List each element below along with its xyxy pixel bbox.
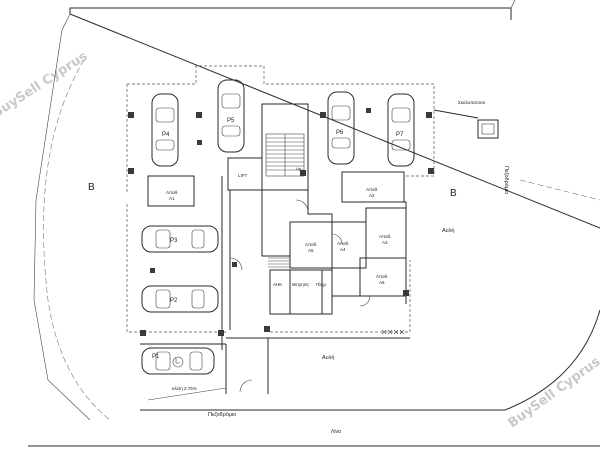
road-label: Λίνα (331, 429, 341, 435)
storage-a2-title: Αποθ. (366, 187, 378, 192)
sidewalk-label-bottom: Πεζοδρόμιο (208, 411, 236, 418)
storage-a6-title: Αποθ. (376, 274, 388, 279)
parking-label-p3: P3 (170, 238, 178, 244)
building-outline (126, 65, 435, 333)
interior-walls (140, 103, 410, 401)
meters-room-label: Μετρητές (292, 282, 309, 287)
parking-space-p5: P5 (217, 79, 245, 153)
scaffold-label: Σκαλοπατοσκ (458, 100, 486, 105)
parking-space-p6: P6 (327, 91, 355, 165)
parking-space-p4: P4 (151, 93, 179, 167)
storage-a3-title: Αποθ. (379, 234, 391, 239)
parking-space-p2: P2 (141, 285, 219, 313)
slope-label: κλίση 2.75% (172, 386, 197, 391)
parking-label-p6: P6 (336, 130, 344, 136)
parking-label-p7: P7 (396, 132, 404, 138)
service-marks (381, 329, 405, 335)
service-room-labels: LIFT ΑΗΚ Μετρητές Πληρ. (238, 173, 327, 287)
storage-a4-code: A4 (340, 247, 346, 252)
storage-a2-code: A2 (369, 193, 375, 198)
parking-label-p4: P4 (162, 132, 170, 138)
parking-label-p2: P2 (170, 298, 178, 304)
watermark-bottom-right: BuySell Cyprus (506, 354, 600, 431)
stair-up-label: Up (296, 166, 302, 171)
lift-label: LIFT (238, 173, 248, 178)
parking-space-p3: P3 (141, 225, 219, 253)
cyta-room-label: Πληρ. (316, 282, 327, 287)
storage-a1-title: Αποθ. (166, 190, 178, 195)
parking-space-p1: P1 (141, 347, 215, 375)
parking-label-p5: P5 (227, 118, 235, 124)
door-swings (229, 199, 371, 393)
yard-label-bottom: Αυλή (322, 354, 335, 361)
structural-columns (128, 108, 434, 336)
storage-a1-code: A1 (169, 196, 175, 201)
storage-a5-title: Αποθ. (305, 242, 317, 247)
stair-landing-fixture (433, 109, 499, 139)
zone-b-left: B (88, 182, 95, 193)
parking-label-p1: P1 (152, 354, 160, 360)
site-boundary (28, 0, 600, 447)
yard-label-right: Αυλή (442, 227, 455, 234)
storage-labels: Αποθ. A1 Αποθ. A2 Αποθ. A3 Αποθ. A4 Αποθ… (166, 187, 391, 285)
storage-a5-code: A5 (308, 248, 314, 253)
watermark-top-left: BuySell Cyprus (0, 49, 91, 122)
ahk-room-label: ΑΗΚ (273, 282, 282, 287)
storage-a6-code: A6 (379, 280, 385, 285)
parking-space-p7: P7 (387, 93, 415, 167)
sidewalk-label-right: Πεζοδρόμιο (503, 166, 510, 194)
storage-a3-code: A3 (382, 240, 388, 245)
accessible-parking-icon (172, 356, 184, 368)
storage-a4-title: Αποθ. (337, 241, 349, 246)
zone-b-right: B (450, 188, 457, 199)
parking-spaces: P4 P5 P6 P7 P3 (141, 79, 415, 375)
entry-steps (268, 257, 290, 268)
staircase: Up (265, 133, 305, 177)
